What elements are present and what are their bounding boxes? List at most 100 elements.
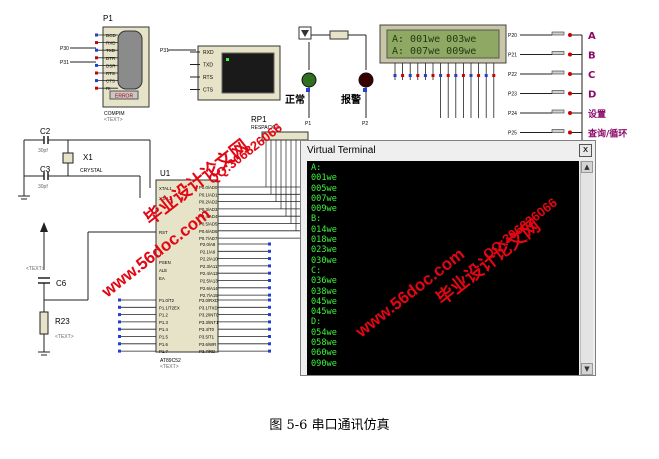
lcd-module: A: 001we 003we A: 007we 009we xyxy=(379,24,507,118)
port1-pin-label: P1.3 xyxy=(159,320,168,325)
key-d-icon xyxy=(568,91,572,96)
port3-pin-label: P3.1/TXD xyxy=(199,305,218,310)
com-pin-label: DTR xyxy=(106,56,116,61)
vt-pin-label: CTS xyxy=(203,88,214,94)
key-c-label: C xyxy=(588,70,595,81)
terminal-line: 005we xyxy=(311,183,337,194)
chip-label: AT89C52 xyxy=(160,358,181,364)
vertical-scrollbar[interactable]: ▲ ▼ xyxy=(580,161,593,375)
port2-pin-label: P2.7/A15 xyxy=(200,293,218,298)
normal-label: 正常 xyxy=(285,93,305,106)
key-a-icon xyxy=(568,33,572,37)
port1-pin-label: P1.7 xyxy=(159,349,168,354)
crystal-icon xyxy=(62,152,74,164)
port1-pin-label: P1.6 xyxy=(159,342,168,347)
port2-pin-label: P2.5/A13 xyxy=(200,279,218,284)
terminal-line: B: xyxy=(311,214,322,225)
port0-pin-label: P0.1/AD1 xyxy=(199,192,218,197)
terminal-line: 038we xyxy=(311,286,337,297)
terminal-line: D: xyxy=(311,317,322,328)
port0-pin-label: P0.4/AD4 xyxy=(199,214,218,219)
key-query-icon xyxy=(568,130,572,135)
comport-label: COMPIM xyxy=(104,111,125,117)
svg-text:<TEXT>: <TEXT> xyxy=(160,364,179,370)
svg-text:30pf: 30pf xyxy=(38,148,48,154)
c3-label: C3 xyxy=(40,165,51,174)
scroll-down-icon[interactable]: ▼ xyxy=(581,363,593,375)
terminal-line: 036we xyxy=(311,276,337,287)
key-set-icon xyxy=(568,111,572,115)
terminal-line: 058we xyxy=(311,338,337,349)
svg-text:P1: P1 xyxy=(305,121,311,127)
svg-text:P20: P20 xyxy=(508,33,517,39)
com-pin-label: RI xyxy=(106,86,111,91)
reset-circuit: C6 <TEXT> R23 <TEXT> xyxy=(26,222,156,356)
led-normal-icon xyxy=(301,72,317,88)
terminal-line: 090we xyxy=(311,358,337,369)
ctrl-pin-label: PSEN xyxy=(159,260,171,265)
r23-label: R23 xyxy=(55,317,70,326)
svg-text:P23: P23 xyxy=(508,92,517,98)
port0-pin-label: P0.0/AD0 xyxy=(199,185,218,190)
svg-text:P31: P31 xyxy=(60,60,69,66)
u1-label: U1 xyxy=(160,169,171,178)
port2-pin-label: P2.0/A8 xyxy=(200,242,216,247)
terminal-line: 045we xyxy=(311,307,337,318)
svg-text:P2: P2 xyxy=(362,121,368,127)
key-query-label: 查询/循环 xyxy=(587,128,627,140)
p1-label: P1 xyxy=(103,14,113,23)
com-port-p1: P1 ERROR COMPIM <TEXT> DCDRXDTXDDTRDSRRT… xyxy=(60,14,150,123)
ctrl-pin-label: RST xyxy=(159,230,168,235)
port1-pin-label: P1.2 xyxy=(159,313,168,318)
svg-text:P24: P24 xyxy=(508,111,517,117)
key-set-label: 设置 xyxy=(588,108,606,120)
resistor-r23-icon xyxy=(39,311,49,335)
ctrl-pin-label: XTAL1 xyxy=(159,186,172,191)
port3-pin-label: P3.6/WR xyxy=(199,342,216,347)
port2-pin-label: P2.6/A14 xyxy=(200,286,218,291)
port1-pin-label: P1.0/T2 xyxy=(159,298,175,303)
port3-pin-label: P3.5/T1 xyxy=(199,335,215,340)
port0-pin-label: P0.2/AD2 xyxy=(199,200,218,205)
terminal-line: 060we xyxy=(311,348,337,359)
db9-connector-icon xyxy=(117,30,143,90)
scroll-up-icon[interactable]: ▲ xyxy=(581,161,593,173)
led-indicators: 正常 报警 P1 P2 xyxy=(285,26,374,127)
close-button[interactable]: x xyxy=(579,144,592,157)
svg-text:<TEXT>: <TEXT> xyxy=(26,266,45,272)
c6-label: C6 xyxy=(56,279,67,288)
port2-pin-label: P2.4/A12 xyxy=(200,271,218,276)
error-indicator xyxy=(109,90,139,100)
comport-text-tag: <TEXT> xyxy=(104,117,123,123)
svg-text:30pf: 30pf xyxy=(38,184,48,190)
com-pin-label: RTS xyxy=(106,71,115,76)
port3-pin-label: P3.2/INT0 xyxy=(199,313,219,318)
com-pin-label: CTS xyxy=(106,79,115,84)
mcu-body xyxy=(155,179,219,353)
ctrl-pin-label: ALE xyxy=(159,268,167,273)
terminal-line: 030we xyxy=(311,255,337,266)
port2-pin-label: P2.1/A9 xyxy=(200,249,216,254)
port3-pin-label: P3.3/INT1 xyxy=(199,320,219,325)
figure-caption: 图 5-6 串口通讯仿真 xyxy=(269,418,390,433)
port1-pin-label: P1.1/T2EX xyxy=(159,305,180,310)
com-pin-label: DCD xyxy=(106,33,116,38)
com-pin-label: DSR xyxy=(106,63,116,68)
resistor-pack-rp1: RP1 RESPACK-8 xyxy=(251,115,309,141)
port1-pin-label: P1.4 xyxy=(159,327,168,332)
com-pin-label: RXD xyxy=(106,41,116,46)
rp1-label: RP1 xyxy=(251,115,267,124)
vt-pin-label: RXD xyxy=(203,50,214,56)
terminal-line: 018we xyxy=(311,235,337,246)
port3-pin-label: P3.0/RXD xyxy=(199,298,218,303)
alarm-label: 报警 xyxy=(341,93,361,106)
terminal-line: 007we xyxy=(311,193,337,204)
port0-pin-label: P0.6/AD6 xyxy=(199,229,218,234)
svg-text:P30: P30 xyxy=(60,46,69,52)
key-a-label: A xyxy=(588,31,596,42)
